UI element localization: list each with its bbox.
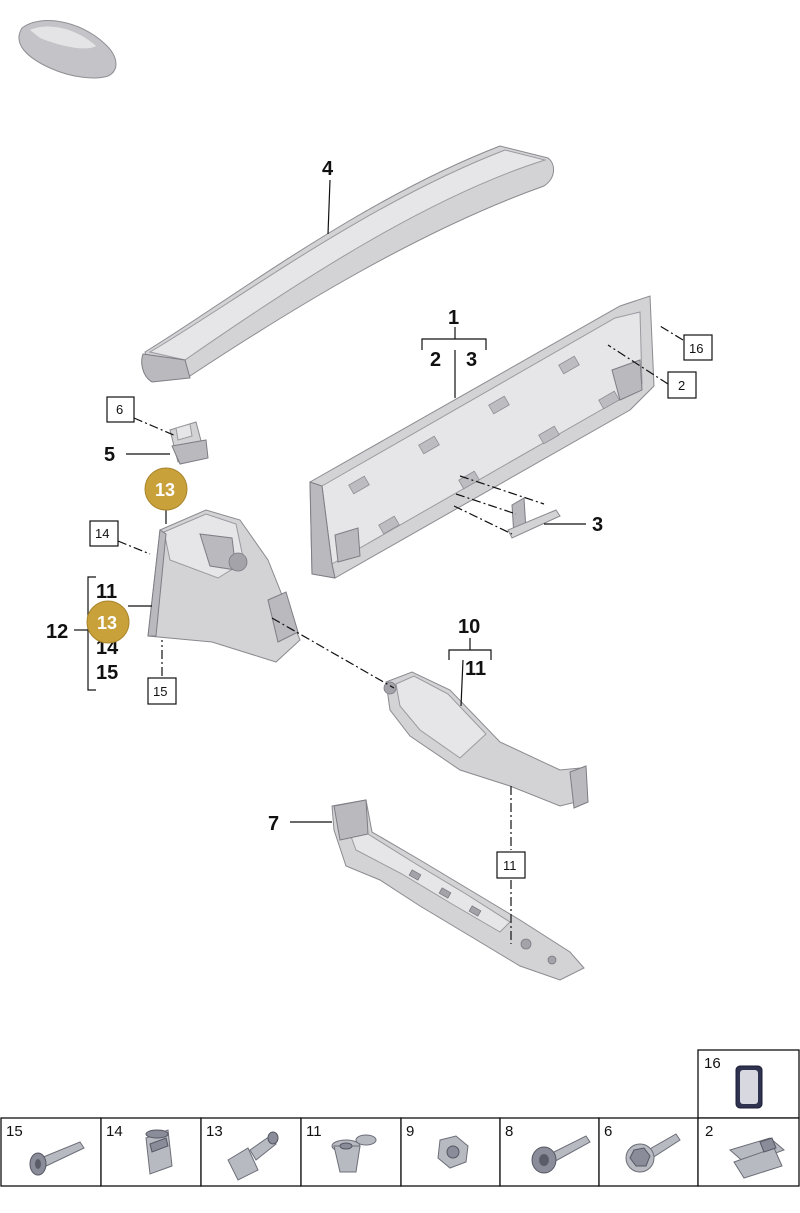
badge-13-upper-label: 13	[155, 480, 175, 500]
callout-7: 7	[268, 813, 279, 835]
car-thumbnail-icon	[18, 20, 117, 79]
part-5-clip-bracket	[169, 421, 209, 465]
callout-11: 11	[465, 658, 486, 680]
callout-12: 12	[46, 621, 68, 643]
callout-15-group: 15	[96, 662, 118, 684]
legend-num-15: 15	[6, 1123, 23, 1140]
callout-11-group: 11	[96, 581, 117, 603]
callout-labels: 4 1 2 3 3 5 7 10 11 12 11 14 15	[46, 158, 603, 835]
legend-num-16: 16	[704, 1055, 721, 1072]
part-4-trim-strip	[141, 145, 554, 383]
legend-num-6: 6	[604, 1123, 612, 1140]
callout-3: 3	[466, 349, 477, 371]
legend-num-8: 8	[505, 1123, 513, 1140]
box-ref-2: 2	[678, 378, 685, 393]
legend-num-11: 11	[306, 1123, 322, 1140]
part-3-bracket	[507, 497, 561, 539]
fastener-legend: 16 15 14 13 11 9 8 6 2	[0, 1049, 800, 1187]
callout-10: 10	[458, 616, 480, 638]
box-ref-6: 6	[116, 402, 123, 417]
badge-13-lower[interactable]: 13	[86, 600, 130, 644]
legend-num-13: 13	[206, 1123, 223, 1140]
part-1-rear-panel	[309, 295, 655, 579]
clip-sleeve-icon	[145, 1129, 173, 1175]
plastic-nut-icon	[331, 1134, 377, 1173]
part-7-lower-rail	[331, 799, 585, 981]
callout-4: 4	[322, 158, 334, 180]
pad-icon	[735, 1065, 763, 1109]
callout-1: 1	[448, 307, 459, 329]
callout-5: 5	[104, 444, 115, 466]
flange-bolt-icon	[531, 1135, 591, 1174]
badge-13-upper[interactable]: 13	[144, 467, 188, 511]
push-rivet-icon	[227, 1131, 279, 1181]
boxed-references: 16 2 6 14 15 11	[89, 334, 713, 879]
badge-13-lower-label: 13	[97, 613, 117, 633]
hex-bolt-icon	[625, 1133, 681, 1173]
leader-lines	[74, 179, 684, 944]
box-ref-16: 16	[689, 341, 703, 356]
legend-num-14: 14	[106, 1123, 123, 1140]
part-12-pillar-trim	[147, 509, 301, 663]
legend-num-2: 2	[705, 1123, 713, 1140]
screw-icon	[29, 1141, 85, 1176]
box-ref-11: 11	[503, 858, 517, 873]
callout-2: 2	[430, 349, 441, 371]
hex-nut-icon	[437, 1135, 469, 1169]
spring-clip-icon	[728, 1137, 785, 1179]
callout-3-side: 3	[592, 514, 603, 536]
legend-num-9: 9	[406, 1123, 414, 1140]
box-ref-14: 14	[95, 526, 109, 541]
part-10-side-duct	[383, 671, 589, 809]
box-ref-15: 15	[153, 684, 167, 699]
